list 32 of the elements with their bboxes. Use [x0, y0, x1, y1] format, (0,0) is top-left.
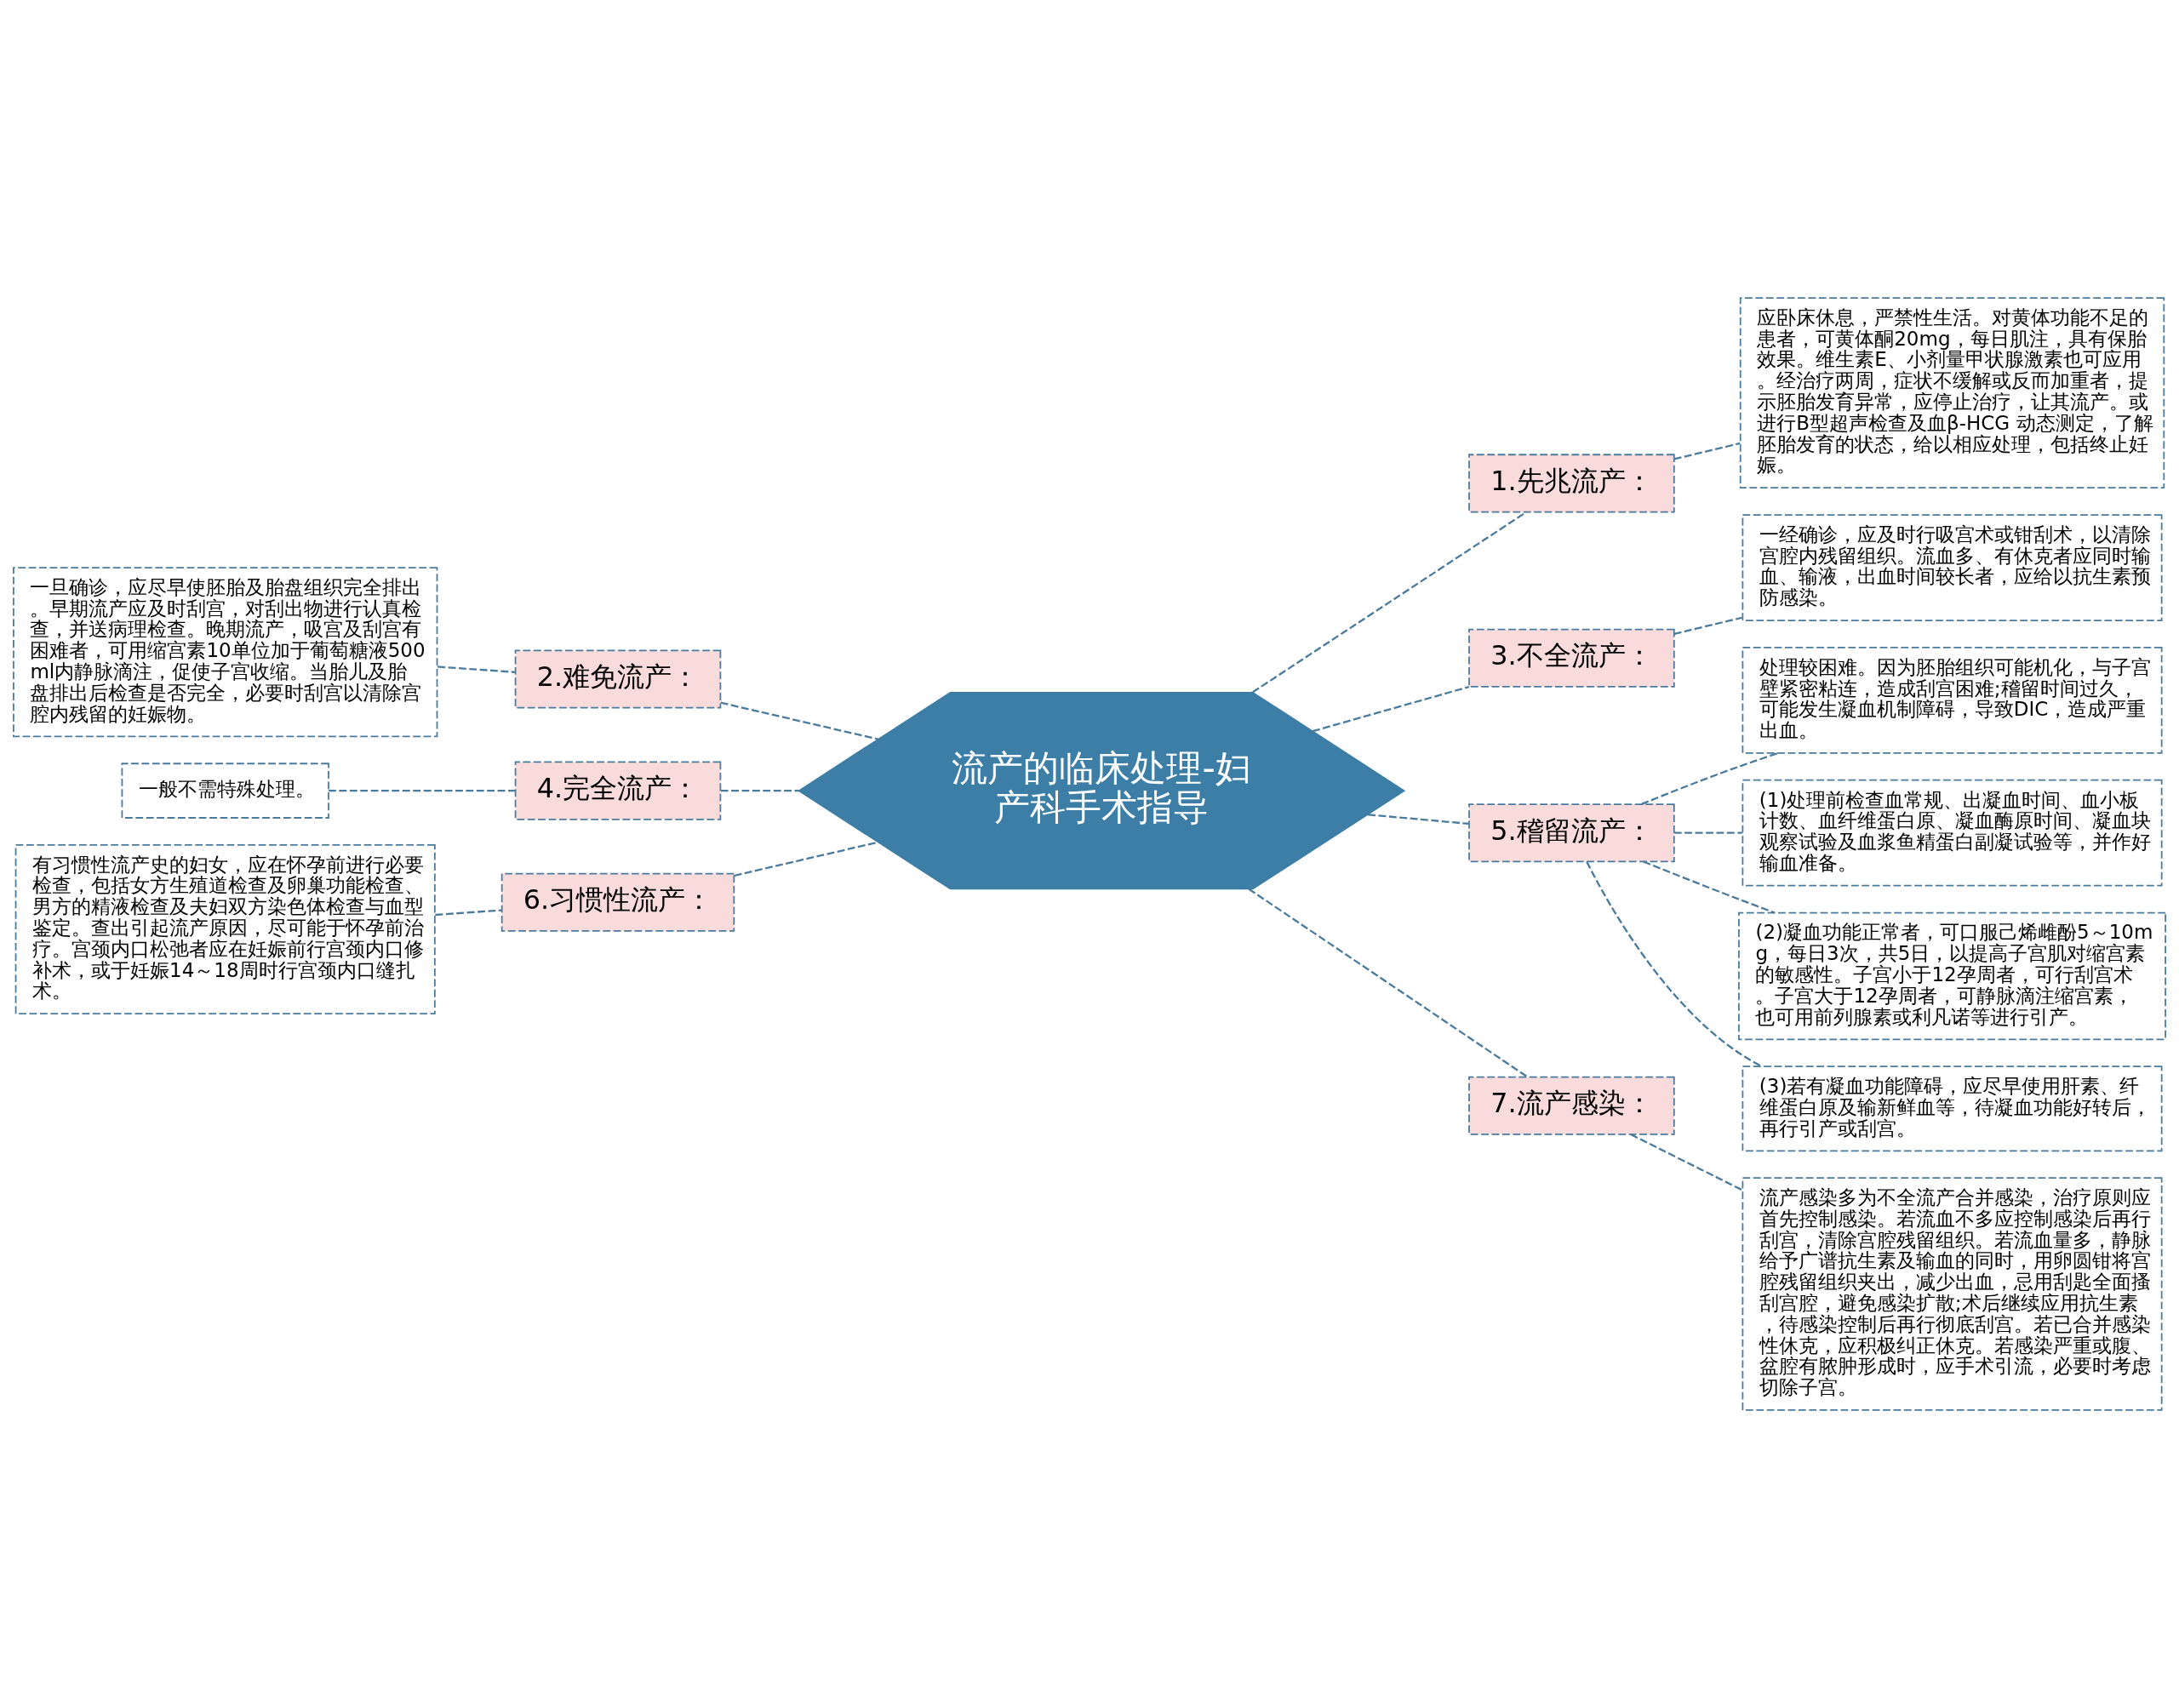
connector	[1368, 814, 1469, 825]
node-box: 流产感染多为不全流产合并感染，治疗原则应首先控制感染。若流血不多应控制感染后再行刮宫，清除宫腔残留组织。若流血量多，静脉给予广谱抗生素及输血的同时，用卵圆钳将宫腔残留组织夹出，减少出血，忌用刮匙全面搔刮宫腔，避免感染扩散;术后继续应用抗生素，待感染控制后再行彻底刮宫。若已合并感染性休克，应积极纠正休克。若感染严重或腹、盆腔有脓肿形成时，应手术引流，必要时考虑切除子宫。	[1741, 1177, 2163, 1411]
node-box: (3)若有凝血功能障碍，应尽早使用肝素、纤维蛋白原及输新鲜血等，待凝血功能好转后，再行引产或刮宫。	[1741, 1065, 2163, 1152]
connector	[734, 841, 878, 877]
node-box: 1.先兆流产：	[1468, 454, 1675, 513]
node-box: 5.稽留流产：	[1468, 803, 1675, 863]
connector	[438, 665, 516, 673]
node-box: 处理较困难。因为胚胎组织可能机化，与子宫壁紧密粘连，造成刮宫困难;稽留时间过久，可能发生凝血机制障碍，导致DIC，造成严重出血。	[1741, 647, 2163, 754]
connector	[1673, 442, 1741, 460]
node-box: 一旦确诊，应尽早使胚胎及胎盘组织完全排出。早期流产应及时刮宫，对刮出物进行认真检查，并送病理检查。晚期流产，吸宫及刮宫有困难者，可用缩宫素10单位加于葡萄糖液500ml内静脉滴注，促使子宫收缩。当胎儿及胎盘排出后检查是否完全，必要时刮宫以清除宫腔内残留的妊娠物。	[13, 567, 438, 738]
node-box: (2)凝血功能正常者，可口服己烯雌酚5～10mg，每日3次，共5日，以提高子宫肌对缩宫素的敏感性。子宫小于12孕周者，可行刮宫术。子宫大于12孕周者，可静脉滴注缩宫素，也可用前列腺素或利凡诺等进行引产。	[1738, 911, 2166, 1041]
connector	[1673, 616, 1742, 635]
node-box: (1)处理前检查血常规、出凝血时间、血小板计数、血纤维蛋白原、凝血酶原时间、凝血块观察试验及血浆鱼精蛋白副凝试验等，并作好输血准备。	[1741, 779, 2163, 887]
connector	[1630, 1134, 1743, 1191]
node-box: 应卧床休息，严禁性生活。对黄体功能不足的患者，可黄体酮20mg，每日肌注，具有保胎效果。维生素E、小剂量甲状腺激素也可应用。经治疗两周，症状不缓解或反而加重者，提示胚胎发育异常，应停止治疗，让其流产。或进行B型超声检查及血β-HCG 动态测定，了解胚胎发育的状态，给以相应处理，包括终止妊娠。	[1739, 297, 2165, 489]
node-box: 6.习惯性流产：	[500, 872, 735, 932]
connector	[1586, 861, 1763, 1067]
connector	[1248, 888, 1529, 1078]
node-box: 4.完全流产：	[514, 761, 722, 820]
node-box: 3.不全流产：	[1468, 628, 1675, 688]
node-box: 一经确诊，应及时行吸宫术或钳刮术，以清除宫腔内残留组织。流血多、有休克者应同时输血、输液，出血时间较长者，应给以抗生素预防感染。	[1741, 514, 2163, 621]
node-box: 有习惯性流产史的妇女，应在怀孕前进行必要检查，包括女方生殖道检查及卵巢功能检查、男方的精液检查及夫妇双方染色体检查与血型鉴定。查出引起流产原因，尽可能于怀孕前治疗。宫颈内口松弛者应在妊娠前行宫颈内口修补术，或于妊娠14～18周时行宫颈内口缝扎术。	[14, 844, 436, 1015]
connector	[720, 701, 878, 740]
connector	[1674, 831, 1742, 834]
connector	[435, 909, 502, 917]
connector	[329, 790, 516, 792]
node-box: 2.难免流产：	[514, 649, 722, 709]
connector	[1312, 685, 1470, 733]
node-box: 一般不需特殊处理。	[121, 763, 329, 819]
connector	[1252, 511, 1527, 694]
connector	[720, 790, 799, 792]
node-box: 7.流产感染：	[1468, 1076, 1675, 1135]
